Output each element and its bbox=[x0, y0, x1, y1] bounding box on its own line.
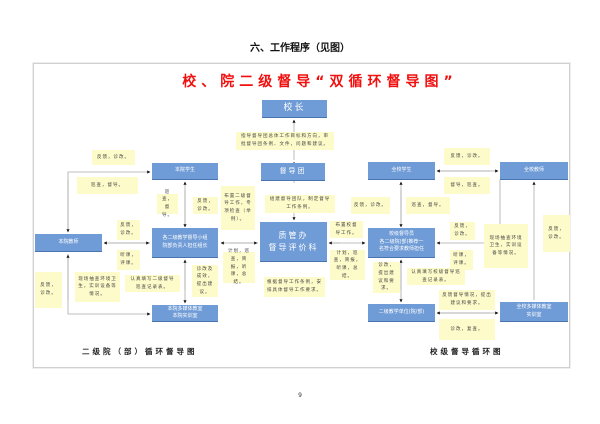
note: 认真填写二级督导巡查记录表。 bbox=[125, 275, 180, 292]
school-rooms-box: 全校多媒体教室 实训室 bbox=[500, 302, 568, 322]
note: 反馈，诊改。 bbox=[92, 150, 135, 165]
school-teachers-box: 全校教师 bbox=[500, 162, 568, 180]
college-cycle-caption: 二级院（部）循环督导图 bbox=[82, 347, 198, 356]
note: 巡查，督导。 bbox=[157, 190, 178, 218]
note: 巡查，督导。 bbox=[77, 177, 138, 194]
note: 现场抽查环境卫生，实训设备等情况。 bbox=[75, 272, 120, 302]
page-number: 9 bbox=[298, 392, 302, 399]
note: 反馈，诊改。 bbox=[543, 215, 570, 252]
supervision-team-box: 督导团 bbox=[261, 163, 325, 181]
college-teachers-box: 本院教师 bbox=[35, 234, 102, 252]
note: 计划，巡查，简报，听课，总结。 bbox=[330, 250, 365, 280]
college-rooms-box: 本院多媒体教室 本院实训室 bbox=[152, 305, 218, 322]
note: 布置二级督导工作，专项检查（举例）。 bbox=[221, 186, 255, 230]
note: 诊改，复查。 bbox=[439, 319, 495, 340]
college-groups-box: 各二级教学督导小组 院部负责人担任组长 bbox=[152, 228, 218, 258]
quality-office-box: 质管办 督导评价科 bbox=[260, 222, 327, 262]
diagram-title: 校、院二级督导“双循环督导图” bbox=[182, 74, 458, 90]
college-students-box: 本院学生 bbox=[152, 163, 218, 180]
note: 反馈，诊改。 bbox=[193, 197, 218, 214]
note: 现场抽查环境卫生，实训设备等情况。 bbox=[484, 224, 528, 268]
note: 诊改，提出建议和要求。 bbox=[373, 262, 400, 293]
section-heading: 六、工作程序（见图） bbox=[250, 43, 350, 54]
secondary-units-box: 二级教学单位(院/部) bbox=[368, 304, 435, 322]
note: 诊改及成效，提出建议。 bbox=[192, 265, 218, 297]
note: 指导督导团总体工作目标和方向，审批督导团条例、文件，问题和建议。 bbox=[236, 132, 334, 150]
note: 反馈督导情况，提出建议和要求。 bbox=[439, 290, 495, 310]
note: 反馈，诊改。 bbox=[450, 222, 475, 240]
note: 计划，巡查，简报，听课，总结。 bbox=[223, 249, 255, 285]
note: 反馈，诊改。 bbox=[117, 220, 140, 240]
note: 反馈，诊改。 bbox=[444, 148, 490, 165]
school-supervisors-box: 校级督导员 各二级院(部)推荐一 名符合要求教师担任 bbox=[368, 228, 435, 258]
note: 布置校督导工作。 bbox=[330, 221, 363, 238]
note: 根据督导工作条例，安排具体督导工作要求。 bbox=[264, 277, 325, 297]
note: 巡查，督导。 bbox=[406, 197, 450, 214]
school-students-box: 全校学生 bbox=[368, 162, 435, 180]
school-cycle-caption: 校级督导循环图 bbox=[430, 347, 504, 356]
note: 组建督导团队，制定督导工作条例。 bbox=[265, 195, 335, 213]
note: 反馈，诊改。 bbox=[35, 272, 62, 308]
note: 反馈，诊改。 bbox=[351, 197, 390, 214]
note: 听课，评课。 bbox=[117, 250, 140, 270]
note: 认真填写校级督导巡查记录表。 bbox=[407, 268, 465, 285]
principal-box: 校长 bbox=[262, 100, 327, 118]
note: 听课，评课。 bbox=[450, 250, 473, 270]
note: 督导，巡查。 bbox=[444, 177, 490, 194]
